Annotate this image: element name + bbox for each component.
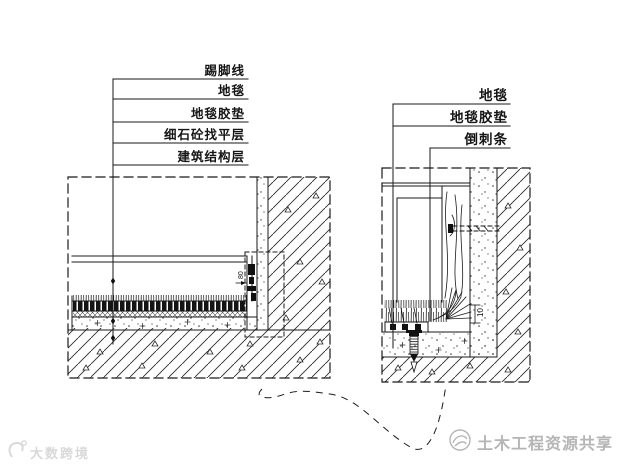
left-label-underlines [112,78,249,166]
left-label-carpet: 地毯 [217,84,245,98]
watermark-bottom-left: 大数跨境 [30,446,91,461]
right-wall-plaster-band [470,168,497,357]
right-label-underlines [392,103,511,149]
right-carpet-edge-fan [432,287,472,321]
skirting-nail [448,224,501,233]
left-carpet-pad-layer [73,311,247,317]
right-label-carpet-pad: 地毯胶垫 [450,110,508,125]
left-leveling-layer [72,317,257,330]
dimension-skirting-height: 80 [238,271,245,279]
right-structure-hatch [382,168,530,382]
left-section-detail: 80 [67,78,331,379]
left-skirting-elevation [71,255,253,331]
right-leveling-plus-marks [399,338,468,353]
left-label-skirting: 踢脚线 [204,64,245,78]
left-carpet-pile [73,295,247,301]
left-structure-hatch [68,177,330,378]
dimension-gripper-gap [469,304,481,324]
left-wall-plaster-band [257,177,268,330]
right-label-carpet: 地毯 [479,88,508,103]
dimension-gripper-gap-value: 10 [476,308,485,317]
left-label-structure: 建筑结构层 [177,150,245,164]
right-label-gripper: 倒刺条 [464,132,508,147]
right-enlarged-detail: 10 [381,103,531,383]
right-carpet-pile [384,300,448,322]
right-skirting-section [381,182,471,303]
fixing-screw [406,330,422,374]
left-leader-line [110,78,116,345]
left-leveling-plus-marks [94,319,231,329]
left-label-carpet-pad: 地毯胶垫 [190,107,245,121]
detail-callout-connector [258,383,447,450]
left-label-leveling: 细石砼找平层 [163,128,245,142]
left-detail-callout-box [244,251,285,338]
right-leader-lines [392,103,431,349]
watermark-logo-icon [8,440,27,458]
left-corner-section-detail [235,264,256,301]
right-leveling-layer [383,332,497,357]
right-section-boundary [381,167,531,383]
watermark-bottom-right: 土木工程资源共享 [477,436,614,453]
left-carpet-layer [73,301,247,311]
site-logo-icon [449,429,471,451]
left-section-boundary [67,176,331,379]
